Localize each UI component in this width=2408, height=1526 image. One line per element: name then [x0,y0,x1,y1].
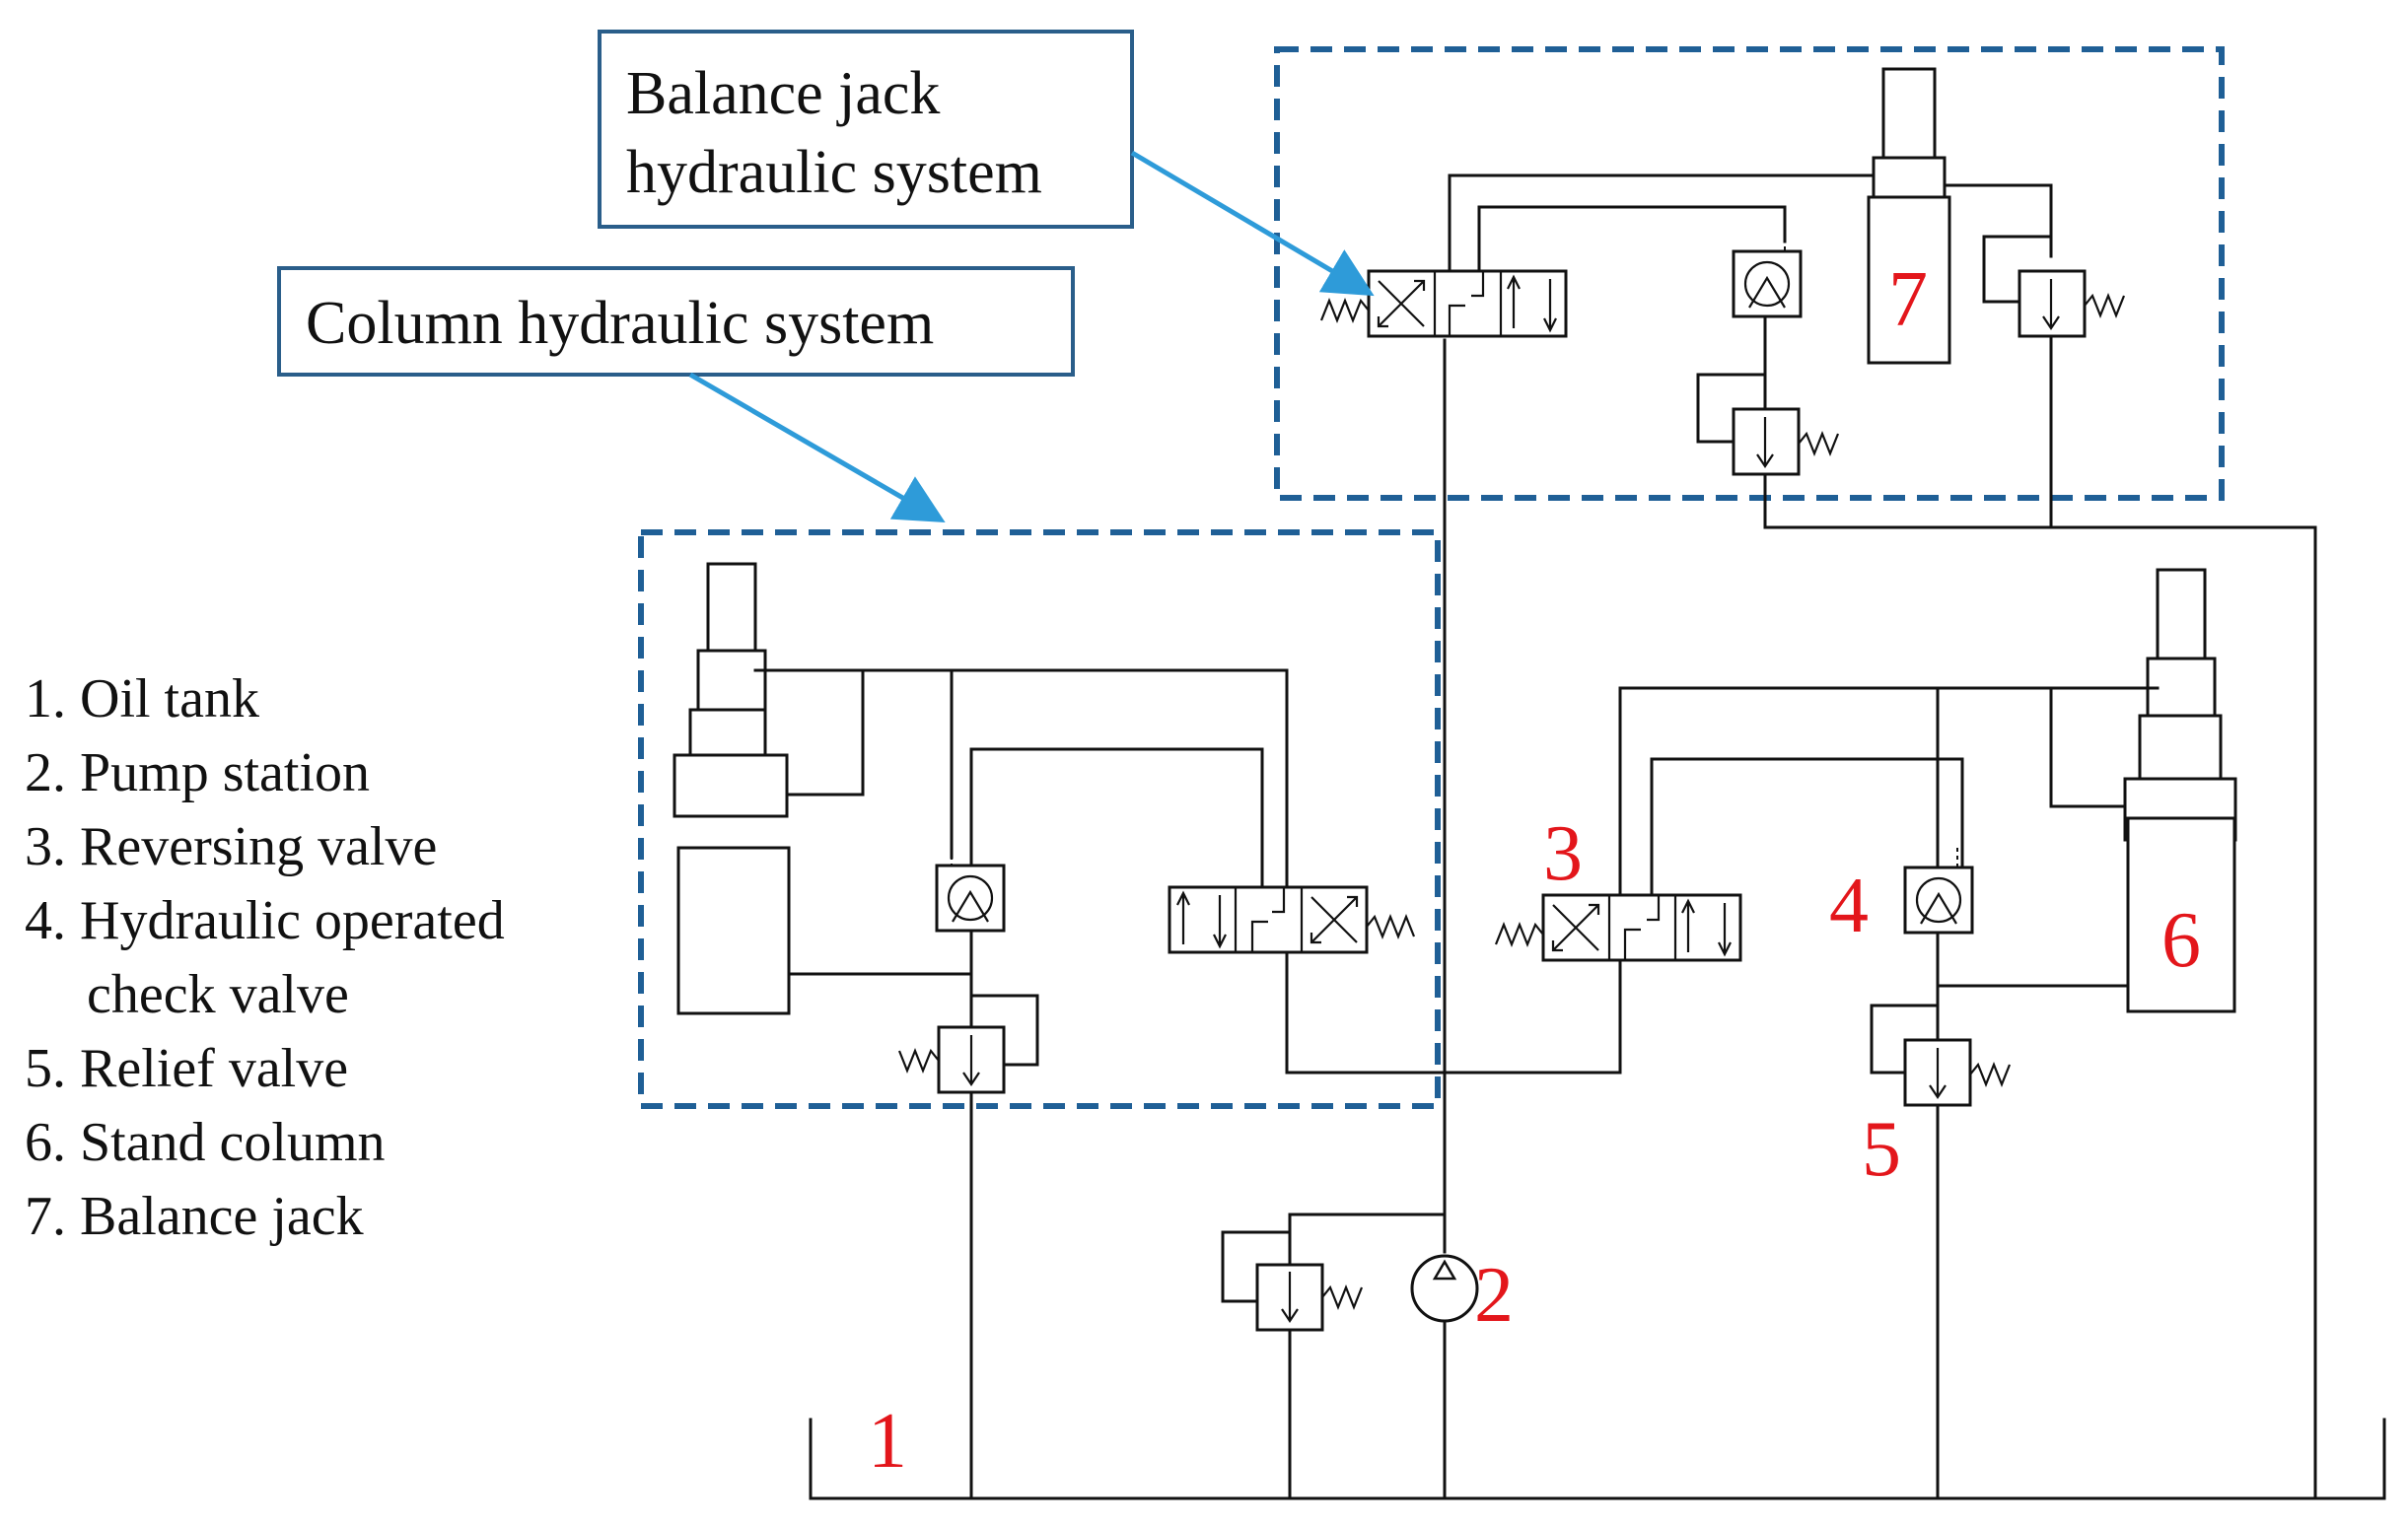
legend-item-7: 7. Balance jack [25,1186,364,1247]
right-column-circuit [1618,686,2160,1042]
number-2: 2 [1474,1252,1514,1339]
balance-relief-valve-right [1982,235,2126,338]
balance-jack-system-group [1274,46,2225,501]
right-reversing-valve [1494,893,1742,962]
number-7: 7 [1888,256,1928,343]
left-check-valve [935,848,1006,933]
balance-jack-callout: Balance jack hydraulic system [598,30,1375,297]
number-5: 5 [1862,1106,1901,1193]
legend-item-4: 4. Hydraulic operated [25,890,505,951]
balance-check-valve [1732,207,1803,318]
pump-relief-valve [1221,1213,1447,1500]
legend-item-5: 5. Relief valve [25,1038,348,1099]
left-relief-valve [897,994,1039,1094]
main-lines [969,313,2317,1500]
left-reversing-valve [1168,885,1416,954]
column-system-group [638,529,1441,1109]
number-4: 4 [1829,863,1869,949]
legend-item-3: 3. Reversing valve [25,816,437,877]
legend-item-2: 2. Pump station [25,742,370,803]
right-stand-column [2123,568,2237,1013]
balance-jack-circuit [1448,173,2053,529]
number-1: 1 [868,1398,907,1485]
left-stand-column [673,562,791,1015]
legend-item-6: 6. Stand column [25,1112,386,1173]
balance-callout-line2: hydraulic system [626,139,1042,206]
column-callout-text: Column hydraulic system [306,290,934,357]
number-3: 3 [1543,810,1583,897]
legend-item-4-cont: check valve [87,964,349,1025]
balance-jack [1867,67,1951,365]
oil-tank [809,1418,2386,1500]
number-6: 6 [2161,897,2201,984]
column-callout: Column hydraulic system [277,266,1075,523]
right-check-valve [1903,848,1974,935]
legend-item-1: 1. Oil tank [25,668,259,729]
balance-callout-line1: Balance jack [626,60,940,127]
pump-station [1410,1254,1479,1323]
balance-reversing-valve [1319,269,1568,338]
balance-relief-valve-lower [1696,373,1840,529]
right-relief-valve [1870,1004,2012,1107]
left-column-circuit [753,668,1289,1029]
legend: 1. Oil tank 2. Pump station 3. Reversing… [25,668,505,1247]
